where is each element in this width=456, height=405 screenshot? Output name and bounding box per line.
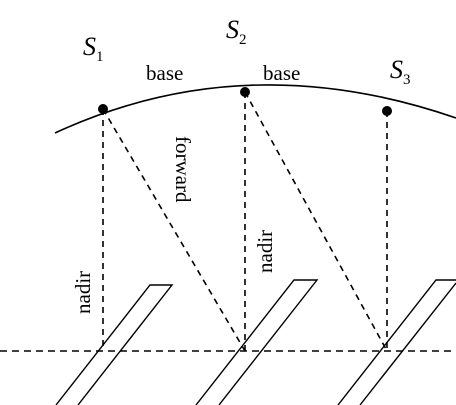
satellite-s1-point [98, 104, 108, 114]
s1-label: S1 [83, 32, 104, 65]
orbit-arc [54, 84, 456, 134]
terrain-slab-1 [55, 284, 174, 405]
base-label-right: base [263, 61, 300, 85]
s3-label: S3 [390, 55, 411, 88]
terrain-slab-3-edge [359, 282, 456, 405]
terrain-slab-3 [337, 279, 456, 405]
forward-ray-s1 [102, 108, 246, 352]
forward-label: forward [171, 136, 195, 203]
base-label-left: base [146, 61, 183, 85]
forward-ray-s2 [244, 91, 388, 352]
satellite-s3-point [382, 106, 392, 116]
terrain-slab-2 [195, 279, 319, 405]
s2-label: S2 [226, 15, 247, 48]
nadir-label-middle: nadir [253, 230, 277, 273]
nadir-label-left: nadir [71, 271, 95, 314]
satellite-s2-point [240, 87, 250, 97]
